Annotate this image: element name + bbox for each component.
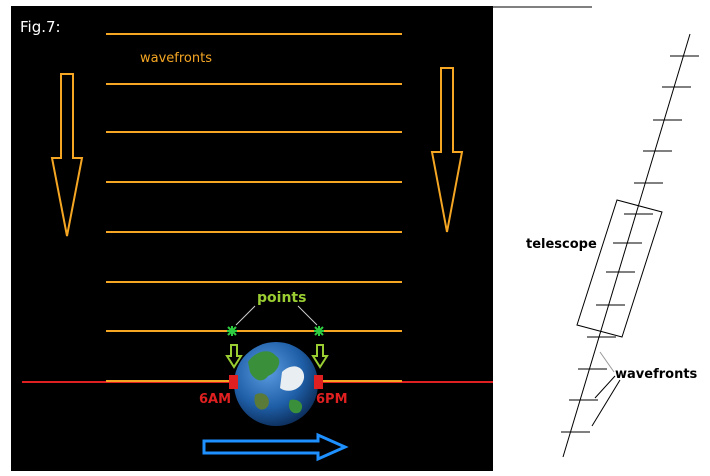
wavefronts-label: wavefronts <box>140 51 212 66</box>
light-ray-line <box>562 33 691 458</box>
marker-6am <box>229 375 238 389</box>
earth-globe-icon <box>234 342 318 426</box>
time-label-6pm: 6PM <box>316 392 348 407</box>
point-marker-left <box>227 326 237 336</box>
down-arrow-icon <box>50 73 84 237</box>
points-pointer-left <box>235 305 256 326</box>
marker-6pm <box>314 375 323 389</box>
point-marker-right <box>314 326 324 336</box>
points-label: points <box>257 290 306 306</box>
telescope-outline <box>576 199 663 338</box>
points-pointer-right <box>297 305 318 326</box>
wavefront-lines <box>106 33 402 332</box>
time-label-6am: 6AM <box>199 392 231 407</box>
right-arrow-icon <box>202 432 349 462</box>
small-down-arrow-icon <box>311 344 329 369</box>
right-wavefronts-label: wavefronts <box>615 367 698 382</box>
figure-label: Fig.7: <box>20 18 61 36</box>
telescope-label: telescope <box>526 237 597 252</box>
down-arrow-icon <box>430 67 464 233</box>
right-panel-diagram <box>561 33 699 458</box>
small-down-arrow-icon <box>225 344 243 369</box>
